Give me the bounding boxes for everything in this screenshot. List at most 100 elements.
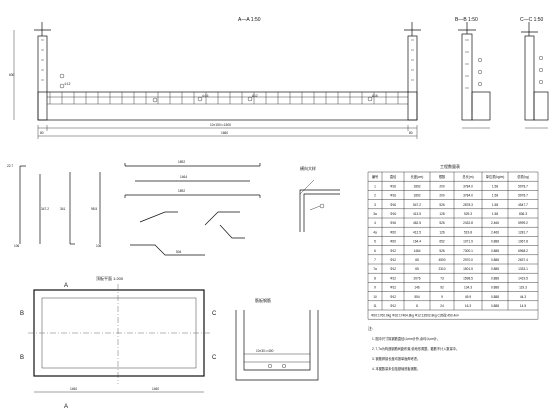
- table-row-cell: 462.5: [413, 221, 421, 225]
- table-row-cell: 5999.2: [518, 221, 528, 225]
- table-row-cell: 1892: [413, 184, 420, 188]
- bar-dim-d: 341: [60, 207, 66, 211]
- table-row-cell: 73: [440, 276, 444, 280]
- table-row-cell: 1071.9: [463, 240, 473, 244]
- table-row-cell: 526: [439, 221, 445, 225]
- bar-dim-g: 106: [96, 244, 102, 248]
- table-row-cell: 44.3: [520, 295, 526, 299]
- table-row-cell: 6: [374, 249, 376, 253]
- table-row-cell: 2970.0: [463, 258, 473, 262]
- table-row-cell: 0.888: [491, 240, 499, 244]
- table-row-cell: 134.3: [464, 286, 472, 290]
- note-1: 1. 图中尺寸除钢筋直径以mm计外,余均以cm计。: [372, 336, 440, 341]
- section-bb: B—B 1:50: [455, 17, 491, 129]
- table-row-cell: 4a: [373, 230, 377, 234]
- table-row-cell: 3a: [373, 212, 377, 216]
- table-total: Φ20:1760.9kg Φ16:17464.8kg Φ12:13502.8kg…: [371, 312, 459, 317]
- table-header-cell: 根数: [439, 174, 446, 179]
- dim-aa-width: 1660: [221, 131, 228, 135]
- rebar-callout-4: A16: [372, 94, 378, 98]
- table-header-cell: 长度(cm): [411, 174, 424, 179]
- table-row-cell: 413.5: [413, 212, 421, 216]
- table-row-cell: 11: [373, 304, 377, 308]
- table-row-cell: 8: [374, 276, 376, 280]
- table-row-cell: Φ16: [390, 184, 396, 188]
- table-row-cell: 0.888: [491, 304, 499, 308]
- table-row-cell: 92: [440, 286, 444, 290]
- table-row-cell: Φ20: [390, 230, 396, 234]
- table-row-cell: 1892: [413, 194, 420, 198]
- table-row-cell: Φ12: [390, 249, 396, 253]
- detail-section: 筋板钢筋 10×30＝400: [235, 297, 319, 381]
- table-row-cell: 2076: [413, 276, 420, 280]
- table-row-cell: Φ12: [390, 267, 396, 271]
- table-row-cell: 526: [439, 203, 445, 207]
- table-row-cell: 2.466: [491, 230, 499, 234]
- plan-dim-2: 1460: [152, 387, 159, 391]
- table-row-cell: 16.3: [465, 304, 471, 308]
- table-row-cell: 10: [373, 295, 377, 299]
- corner-detail-title: 横向大样: [300, 165, 316, 171]
- table-row-cell: 3: [374, 203, 376, 207]
- bar-len-4: 504: [176, 250, 182, 254]
- table-row-cell: 652: [439, 240, 445, 244]
- plan-dim-1: 1460: [70, 387, 77, 391]
- table-row-cell: 2432.8: [463, 221, 473, 225]
- table-row-cell: 4500: [438, 258, 445, 262]
- note-3: 3. 钢筋焊接长度均按单面焊考虑。: [372, 356, 420, 361]
- table-row-cell: Φ20: [390, 240, 396, 244]
- table-header-cell: 单位重(kg/m): [486, 174, 505, 179]
- cut-a-top: A: [64, 283, 68, 289]
- bar-dim-f: 98.5: [91, 207, 97, 211]
- table-row-cell: 128: [439, 212, 445, 216]
- table-row-cell: 519.8: [464, 230, 472, 234]
- table-row-cell: 526: [439, 249, 445, 253]
- table-row-cell: 9: [374, 286, 376, 290]
- slab-plan: 顶板平面 1:200 1460 1460 A A B B C C: [20, 275, 217, 410]
- table-row-cell: 836.3: [519, 212, 527, 216]
- cut-c-left: C: [212, 311, 217, 317]
- table-row-cell: 146: [414, 286, 420, 290]
- table-row-cell: 65: [415, 267, 419, 271]
- table-row-cell: 126: [439, 230, 445, 234]
- cut-b-right: B: [20, 355, 24, 361]
- table-row-cell: 0.888: [491, 258, 499, 262]
- note-2: 2. 7,7a为构造钢筋间距布置,依地形调整。箍筋不计入数量中。: [372, 346, 459, 351]
- notes-block: 注: 1. 图中尺寸除钢筋直径以mm计外,余均以cm计。 2. 7,7a为构造钢…: [368, 325, 459, 371]
- section-aa: A—A 1:50: [9, 17, 421, 139]
- cut-a-bottom: A: [64, 404, 68, 410]
- table-row-cell: 1.58: [492, 184, 498, 188]
- cut-c-right: C: [212, 355, 217, 361]
- table-row-cell: 2.466: [491, 221, 499, 225]
- table-row-cell: 547.2: [413, 203, 421, 207]
- detail-dim: 10×30＝400: [256, 349, 274, 353]
- table-row-cell: 164.4: [413, 240, 421, 244]
- rebar-callout-3: A12: [252, 94, 258, 98]
- rebar-callout-2: ⑩16: [202, 94, 209, 98]
- table-row-cell: 1501.5: [463, 267, 473, 271]
- table-row-cell: 5978.7: [518, 194, 528, 198]
- table-row-cell: 200: [439, 184, 445, 188]
- table-row-cell: 2637.4: [518, 258, 528, 262]
- table-row-cell: Φ16: [390, 194, 396, 198]
- section-aa-title: A—A 1:50: [238, 17, 261, 23]
- table-row-cell: Φ16: [390, 212, 396, 216]
- table-row-cell: 3784.0: [463, 194, 473, 198]
- bar-details: 22.7 106 347.2 341 98.5 106 1892 1464 18…: [7, 160, 261, 256]
- table-row-cell: 2878.3: [463, 203, 473, 207]
- table-row-cell: 200: [439, 194, 445, 198]
- notes-title: 注:: [368, 325, 373, 331]
- table-header-cell: 总长(m): [462, 174, 473, 179]
- cut-b-left: B: [20, 311, 24, 317]
- dim-aa-left: 80: [40, 131, 44, 135]
- dim-aa-inner: 10×150＝1500: [210, 123, 231, 127]
- bar-dim-a: 22.7: [7, 164, 13, 168]
- table-row-cell: 1067.8: [518, 240, 528, 244]
- table-row-cell: 1.58: [492, 203, 498, 207]
- table-row-cell: Φ16: [390, 221, 396, 225]
- table-row-cell: 2: [374, 194, 376, 198]
- table-row-cell: 1333.1: [518, 267, 528, 271]
- slab-plan-title: 顶板平面 1:200: [96, 275, 124, 281]
